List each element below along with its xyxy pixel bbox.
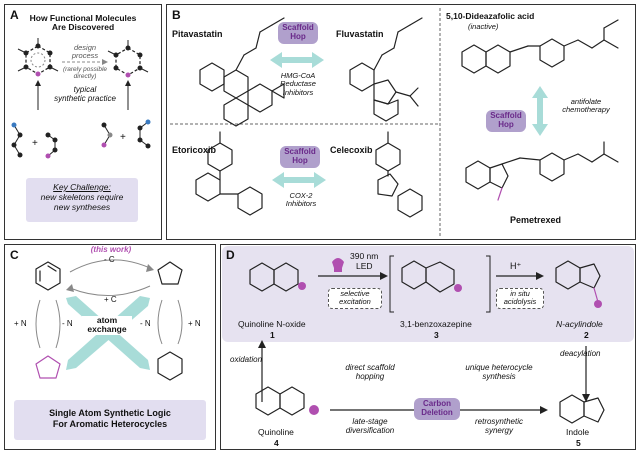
celecoxib-structure <box>375 131 423 218</box>
oxidation-label: oxidation <box>230 355 263 364</box>
ring-right <box>107 40 149 78</box>
benzoxazepine-structure <box>401 260 462 293</box>
acid-label: H⁺ <box>510 261 522 271</box>
cyclopentadiene-ring <box>35 355 61 379</box>
compound-4-label: 4 <box>274 438 279 448</box>
retrosynthetic-label: retrosynthetic synergy <box>474 417 524 435</box>
panel-d-label: D <box>226 248 235 262</box>
quinoline-structure <box>255 386 319 416</box>
deacylation-label: deacylation <box>560 349 601 358</box>
fluvastatin-structure <box>349 17 423 122</box>
pemetrexed-label: Pemetrexed <box>510 215 562 225</box>
direct-hopping-label: direct scaffold hopping <box>345 363 395 381</box>
compound-2-label: 2 <box>584 330 589 340</box>
acylindole-structure <box>555 260 602 308</box>
dideazafolic-label: 5,10-Dideazafolic acid <box>446 11 535 21</box>
fragments-left <box>11 122 58 159</box>
compound-5-label: 5 <box>576 438 581 448</box>
key-challenge-box <box>26 178 138 222</box>
panel-a-label: A <box>10 8 19 22</box>
panel-a-title: How Functional Molecules Are Discovered <box>29 13 137 33</box>
minus-n-label: - N <box>140 319 151 328</box>
pyridine-ring <box>35 261 61 291</box>
scaffold-hop-pill: Scaffold Hop <box>280 146 320 168</box>
hmg-coa-label: HMG-CoA Reductase Inhibitors <box>280 71 316 97</box>
acylindole-label: N-acylindole <box>556 319 603 329</box>
scaffold-hop-pill: Scaffold Hop <box>486 110 526 132</box>
plus-n-label: + N <box>14 319 27 328</box>
dideazafolic-structure <box>461 19 619 74</box>
quinoline-noxide-structure <box>249 262 306 292</box>
scaffold-hop-pill: Scaffold Hop <box>278 22 318 44</box>
plus-n-label: + N <box>188 319 201 328</box>
minus-n-label: - N <box>62 319 73 328</box>
indole-structure <box>559 394 605 424</box>
carbon-deletion-pill: Carbon Deletion <box>414 398 460 420</box>
fragments-right <box>101 119 151 149</box>
wavelength-label: 390 nm <box>350 251 379 261</box>
rarely-possible-label: (rarely possible directly) <box>62 66 108 81</box>
footer-text: Single Atom Synthetic Logic For Aromatic… <box>49 408 171 430</box>
panel-c-label: C <box>10 248 19 262</box>
plus-sign: + <box>32 138 38 149</box>
ring-left <box>17 38 59 77</box>
atom-exchange-label: atom exchange <box>82 315 132 335</box>
panel-b <box>166 4 636 240</box>
design-process-label: design process <box>71 43 99 61</box>
led-bulb <box>332 258 344 272</box>
inactive-label: (inactive) <box>468 22 499 31</box>
insitu-acidolysis-box: in situ acidolysis <box>496 288 544 309</box>
plus-sign: + <box>120 132 126 143</box>
indole-label: Indole <box>566 427 590 437</box>
cox2-label: COX-2 Inhibitors <box>285 191 317 209</box>
panel-b-label: B <box>172 8 181 22</box>
celecoxib-label: Celecoxib <box>330 145 373 155</box>
minus-c-label: - C <box>104 255 115 264</box>
selective-excitation-box: selective excitation <box>328 288 382 309</box>
pitavastatin-structure <box>199 17 285 127</box>
quinoline-label: Quinoline <box>258 427 294 437</box>
pemetrexed-structure <box>465 141 619 201</box>
fluvastatin-label: Fluvastatin <box>336 29 384 39</box>
benzoxazepine-label: 3,1-benzoxazepine <box>400 319 472 329</box>
late-stage-label: late-stage diversification <box>345 417 395 435</box>
compound-3-label: 3 <box>434 330 439 340</box>
led-label: LED <box>356 261 373 271</box>
pyrrole-ring <box>157 261 183 285</box>
etoricoxib-label: Etoricoxib <box>172 145 217 155</box>
plus-c-label: + C <box>104 295 117 304</box>
pyridazine-ring <box>157 351 183 381</box>
footer-box <box>14 400 206 440</box>
antifolate-label: antifolate chemotherapy <box>562 97 610 115</box>
etoricoxib-structure <box>195 131 263 216</box>
typical-practice-label: typical synthetic practice <box>54 85 116 103</box>
compound-1-label: 1 <box>270 330 275 340</box>
key-challenge-text: Key Challenge: new skeletons require new… <box>40 182 124 213</box>
unique-synthesis-label: unique heterocycle synthesis <box>465 363 533 381</box>
pitavastatin-label: Pitavastatin <box>172 29 223 39</box>
quinoline-noxide-label: Quinoline N-oxide <box>238 319 306 329</box>
this-work-label: (this work) <box>90 245 132 254</box>
